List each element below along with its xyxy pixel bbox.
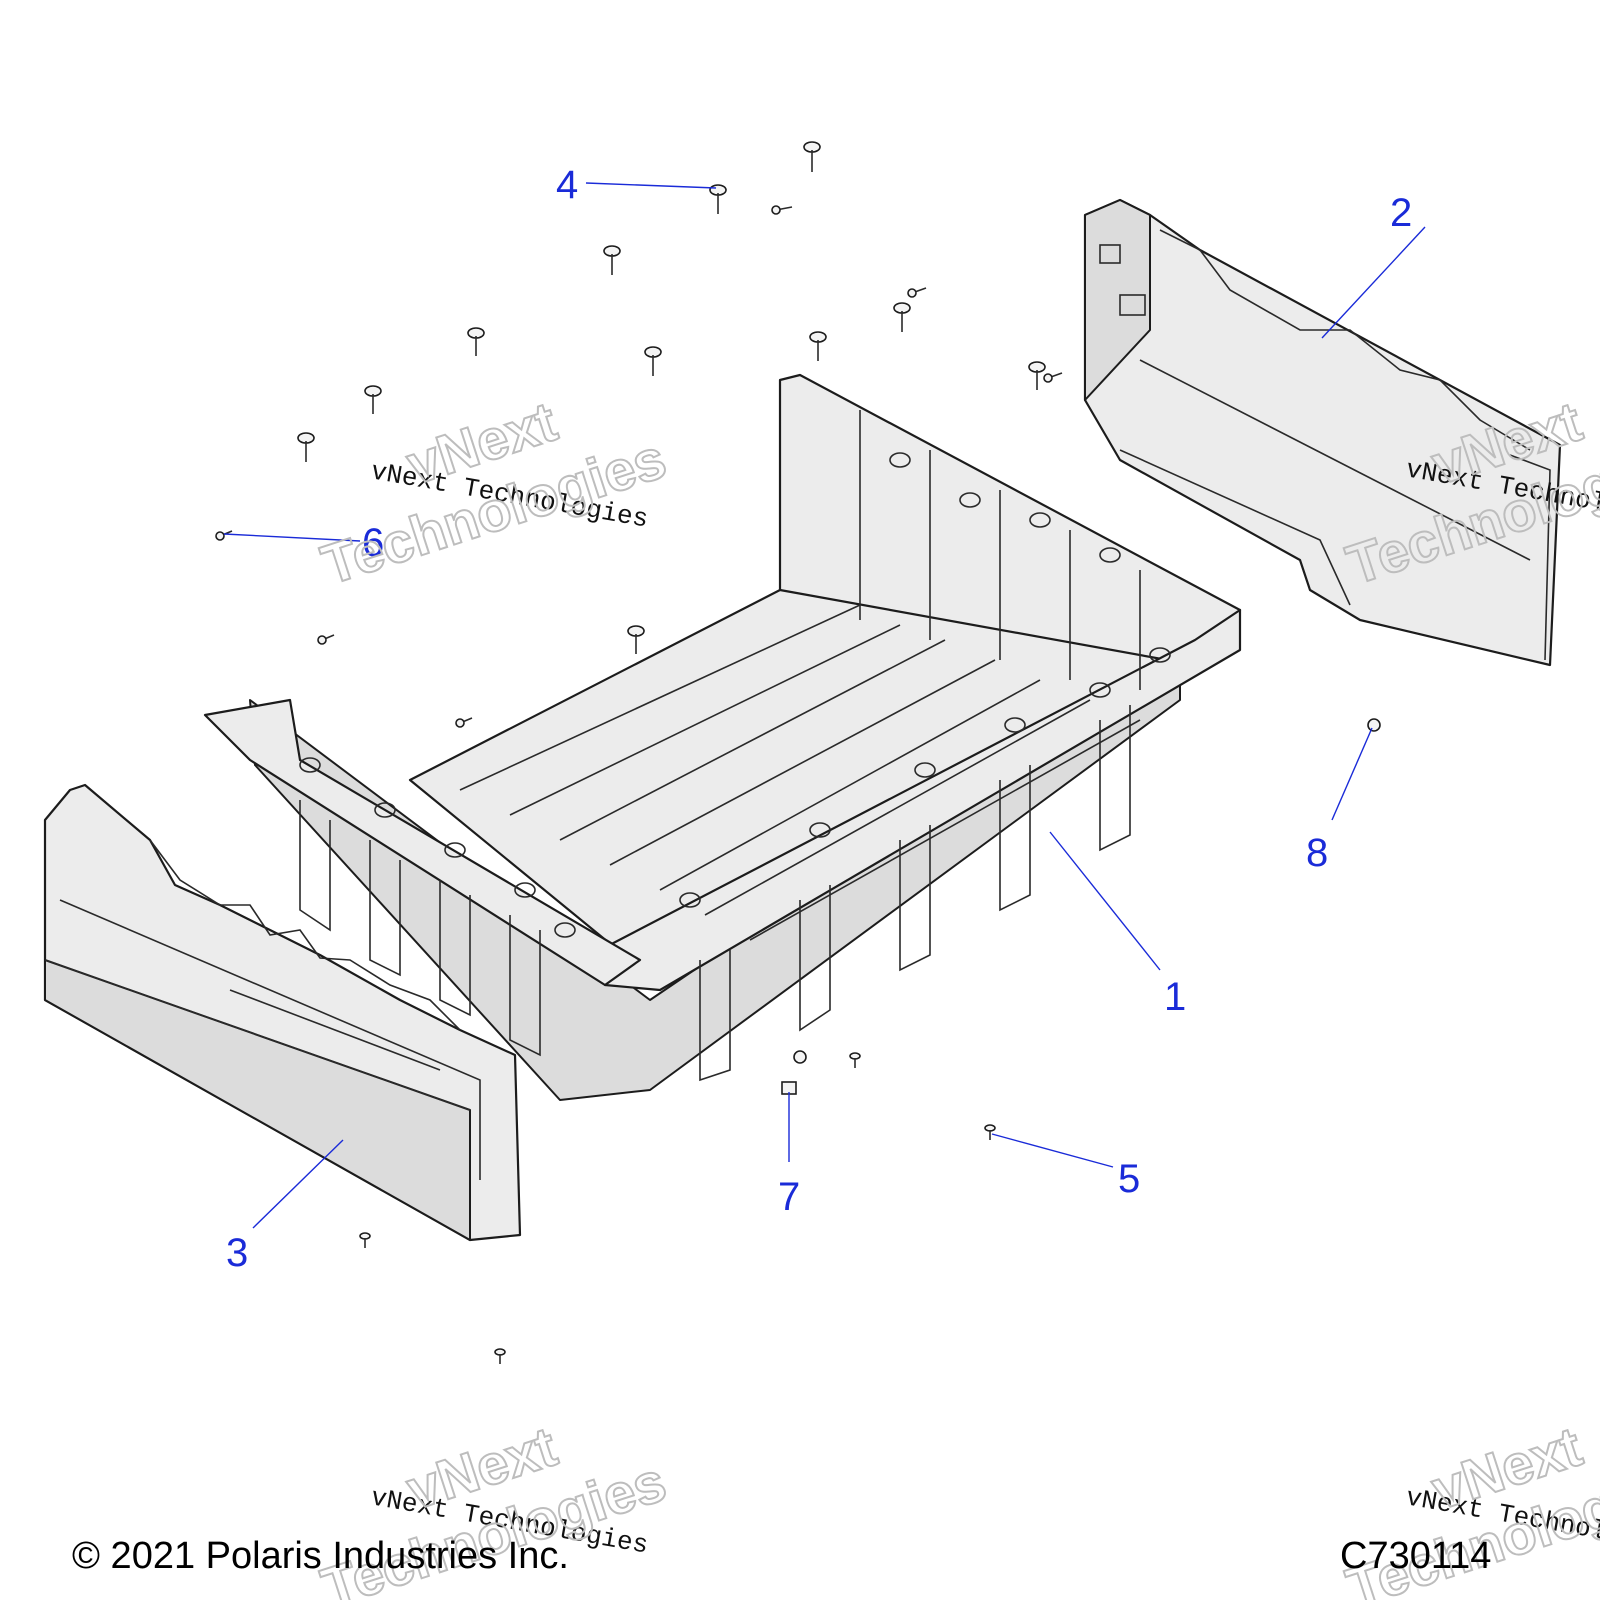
callout-4: 4 xyxy=(556,163,578,207)
callout-2: 2 xyxy=(1390,191,1412,235)
screw-icon xyxy=(709,184,727,214)
callout-3: 3 xyxy=(226,1231,248,1275)
callout-5: 5 xyxy=(1118,1157,1140,1201)
part-3-tailgate-panel xyxy=(43,783,522,1242)
screw-icon xyxy=(467,327,485,356)
callout-1: 1 xyxy=(1164,975,1186,1019)
bolt-icon xyxy=(1043,372,1063,383)
screw-icon xyxy=(893,302,911,332)
callout-8: 8 xyxy=(1306,831,1328,875)
bolt-icon xyxy=(215,530,233,541)
leader-line-3 xyxy=(252,1139,344,1229)
bolt-icon xyxy=(455,717,473,728)
callout-labels: 1 2 3 4 5 6 7 8 xyxy=(226,163,1412,1275)
clip-icon xyxy=(793,1050,807,1064)
leader-lines xyxy=(223,182,1426,1229)
screw-icon xyxy=(364,385,382,414)
bolt-icon xyxy=(771,205,793,215)
screw-icon xyxy=(644,346,662,376)
screw-icon xyxy=(603,245,621,275)
rivet-icon xyxy=(984,1124,996,1140)
rivet-icon xyxy=(359,1232,371,1248)
leader-line-6 xyxy=(223,533,361,542)
diagram-code: C730114 xyxy=(1340,1535,1491,1577)
leader-line-5 xyxy=(991,1133,1114,1168)
part-1-cargo-bed-tub xyxy=(203,373,1242,1101)
part-2-front-panel xyxy=(1083,198,1562,667)
leader-line-4 xyxy=(585,182,717,189)
clip-icon xyxy=(1367,718,1381,732)
rivet-icon xyxy=(849,1052,861,1068)
leader-line-8 xyxy=(1331,727,1373,821)
copyright-text: © 2021 Polaris Industries Inc. xyxy=(72,1535,569,1577)
leader-line-1 xyxy=(1049,831,1161,971)
screw-icon xyxy=(809,331,827,361)
screw-icon xyxy=(297,432,315,462)
screw-icon xyxy=(803,141,821,172)
bolt-icon xyxy=(317,634,335,645)
callout-6: 6 xyxy=(362,521,384,565)
bolt-icon xyxy=(907,287,927,298)
rivet-icon xyxy=(494,1348,506,1364)
leader-line-2 xyxy=(1321,226,1426,339)
callout-7: 7 xyxy=(778,1175,800,1219)
screw-icon xyxy=(627,625,645,654)
screw-icon xyxy=(1028,361,1046,390)
